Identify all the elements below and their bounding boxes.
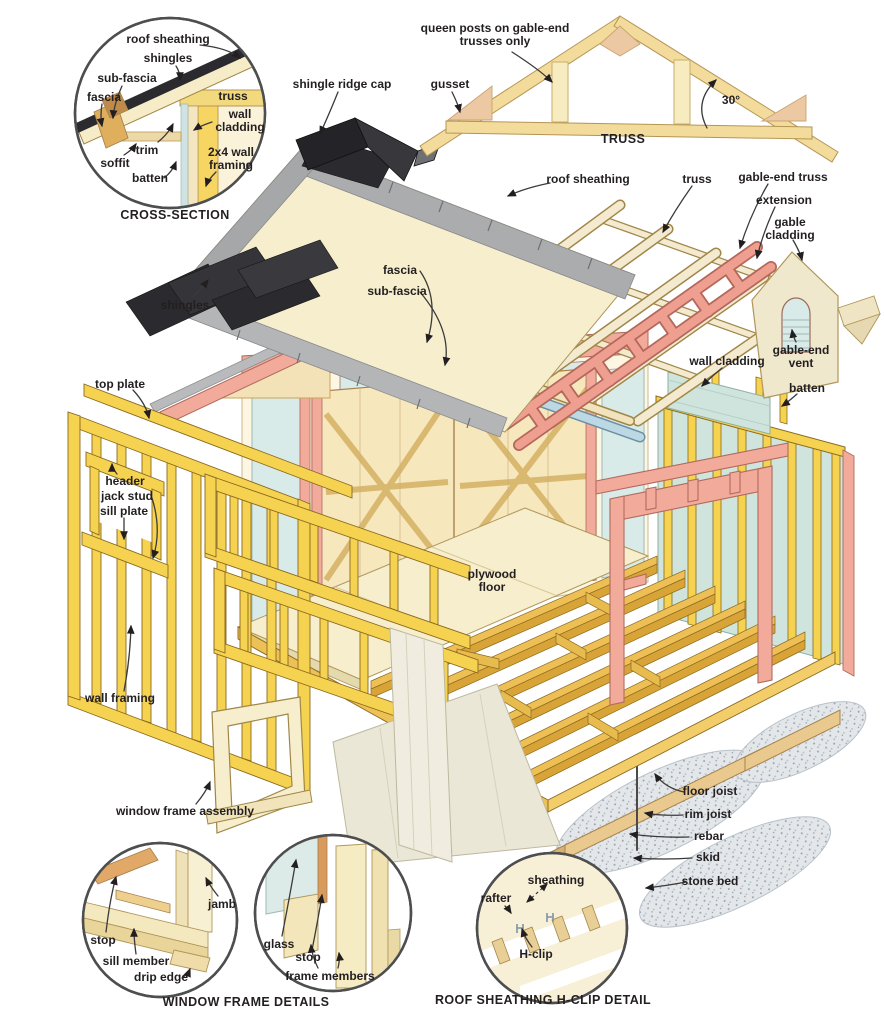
label-glass: glass	[263, 937, 295, 951]
label-jack-stud: jack stud	[100, 489, 154, 503]
label-frame-members: frame members	[285, 969, 375, 983]
truss-detail	[419, 15, 839, 163]
label-rafter: rafter	[480, 891, 512, 905]
label-plywood-floor: plywood floor	[467, 567, 517, 595]
label-cs-batten: batten	[132, 171, 168, 185]
label-cs-roof-sheathing: roof sheathing	[126, 32, 210, 46]
label-shingles: shingles	[160, 298, 210, 312]
label-wall-cladding: wall cladding	[689, 354, 765, 368]
gable-cladding	[751, 251, 882, 399]
leader-lines	[96, 44, 804, 979]
label-sill-member: sill member	[102, 954, 170, 968]
label-queen-posts: queen posts on gable-end trusses only	[420, 21, 570, 49]
label-gusset: gusset	[430, 77, 470, 91]
label-gable-cladding: gable cladding	[765, 215, 815, 243]
hclip-detail-circle	[475, 851, 629, 1005]
label-header: header	[105, 474, 145, 488]
label-rebar: rebar	[693, 829, 725, 843]
label-extension: extension	[755, 193, 813, 207]
label-cs-shingles: shingles	[143, 51, 193, 65]
gap-arrow	[526, 883, 548, 903]
label-skid: skid	[695, 850, 721, 864]
half-wall-a	[204, 473, 471, 650]
label-floor-joist: floor joist	[682, 784, 738, 798]
label-drip-edge: drip edge	[133, 970, 189, 984]
label-cs-2x4-wall-framing: 2x4 wall framing	[207, 145, 255, 173]
cross-section-detail	[73, 16, 267, 210]
rim-joist-front-right	[547, 651, 836, 813]
label-truss: truss	[682, 172, 712, 186]
label-cs-sub-fascia: sub-fascia	[97, 71, 157, 85]
gable-end-vent	[781, 297, 811, 353]
window-detail-circle-1	[81, 841, 239, 999]
label-rim-joist: rim joist	[684, 807, 732, 821]
label-shingle-ridge-cap: shingle ridge cap	[292, 77, 392, 91]
caption-window-frame-details: WINDOW FRAME DETAILS	[162, 995, 330, 1009]
h-clip-glyph	[546, 913, 554, 922]
window-frame-assembly	[205, 696, 313, 834]
label-stop-left: stop	[90, 933, 116, 947]
label-stone-bed: stone bed	[681, 874, 739, 888]
label-batten: batten	[789, 381, 825, 395]
leaning-cladding-sheets	[332, 627, 561, 867]
label-cs-fascia: fascia	[86, 90, 122, 104]
label-window-frame-assembly: window frame assembly	[115, 804, 255, 818]
label-cs-wall-cladding: wall cladding	[215, 107, 265, 135]
label-sill-plate: sill plate	[99, 504, 149, 518]
window-detail-circle-2	[253, 833, 413, 993]
gable-end-truss-ladder	[499, 241, 777, 451]
label-gable-end-truss: gable-end truss	[738, 170, 828, 184]
label-roof-sheathing: roof sheathing	[546, 172, 630, 186]
label-30-degrees: 30°	[721, 93, 741, 107]
caption-roof-sheathing-h-clip-detail: ROOF SHEATHING H-CLIP DETAIL	[434, 993, 652, 1007]
pink-door-frame	[595, 442, 789, 706]
label-fascia: fascia	[382, 263, 418, 277]
label-sub-fascia: sub-fascia	[367, 284, 427, 298]
roof-sheathing-panel	[159, 146, 636, 438]
label-cs-trim: trim	[135, 143, 159, 157]
label-cs-truss: truss	[218, 89, 248, 103]
caption-cross-section: CROSS-SECTION	[120, 208, 230, 222]
label-top-plate: top plate	[95, 377, 145, 391]
label-stop-right: stop	[295, 950, 321, 964]
label-gable-end-vent: gable-end vent	[772, 343, 830, 371]
label-wall-framing: wall framing	[84, 691, 156, 705]
label-cs-soffit: soffit	[100, 156, 130, 170]
caption-truss: TRUSS	[600, 132, 646, 146]
label-jamb: jamb	[207, 897, 237, 911]
angle-arc	[701, 79, 717, 129]
label-sheathing: sheathing	[527, 873, 585, 887]
label-h-clip: H-clip	[519, 947, 553, 961]
